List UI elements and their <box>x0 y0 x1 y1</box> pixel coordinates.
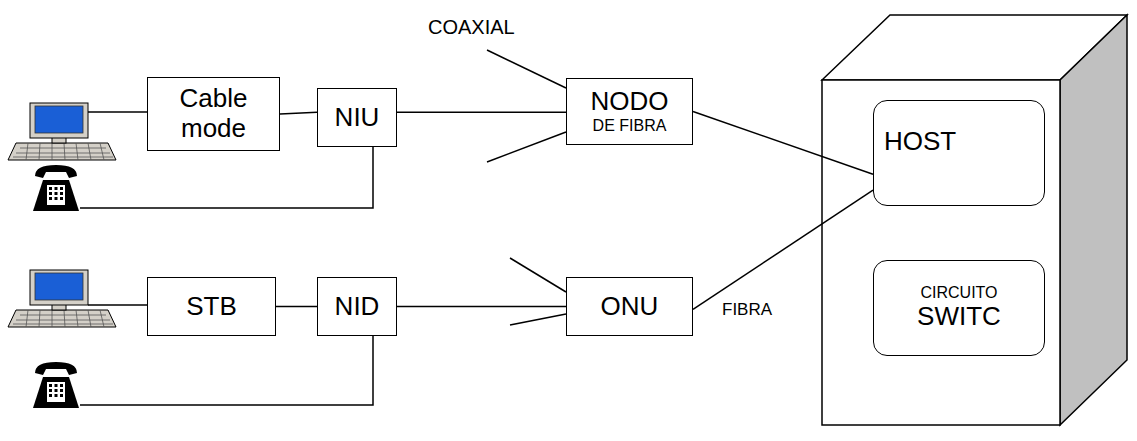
connector-line <box>397 111 566 113</box>
node-text: Cable mode <box>154 84 273 144</box>
node-text: DE FIBRA <box>593 117 667 135</box>
rounded-box: HOST <box>873 100 1045 206</box>
coax-line <box>487 50 566 88</box>
wire <box>88 111 147 113</box>
process-box: NID <box>317 277 397 336</box>
line-label: FIBRA <box>722 300 772 320</box>
process-box: Cable mode <box>147 77 280 151</box>
line-label: COAXIAL <box>428 16 515 39</box>
node-text: NODO <box>591 87 669 117</box>
rounded-box: CIRCUITOSWITC <box>873 260 1045 356</box>
connector-line <box>693 112 873 175</box>
fiber-line <box>510 314 566 325</box>
connector-line <box>693 190 873 309</box>
node-text: STB <box>186 292 237 322</box>
node-text: NID <box>335 292 380 322</box>
coax-line <box>487 132 566 162</box>
process-box: NIU <box>317 88 397 147</box>
connector-line <box>397 306 566 308</box>
wire <box>88 304 147 306</box>
node-text: HOST <box>884 127 956 157</box>
connector-line <box>276 306 317 308</box>
node-text: ONU <box>601 292 659 322</box>
node-text: NIU <box>335 103 380 133</box>
node-text: SWITC <box>917 302 1001 332</box>
connector-line <box>280 112 317 114</box>
node-text: CIRCUITO <box>920 284 997 302</box>
process-box: ONU <box>566 277 693 336</box>
telephone-icon <box>33 362 79 408</box>
telephone-icon <box>33 165 79 211</box>
process-box: STB <box>147 277 276 336</box>
computer-icon <box>8 270 116 327</box>
wire <box>80 147 373 208</box>
cabinet <box>822 15 1127 425</box>
process-box: NODODE FIBRA <box>566 78 693 145</box>
wire <box>80 336 373 405</box>
fiber-line <box>510 258 566 292</box>
